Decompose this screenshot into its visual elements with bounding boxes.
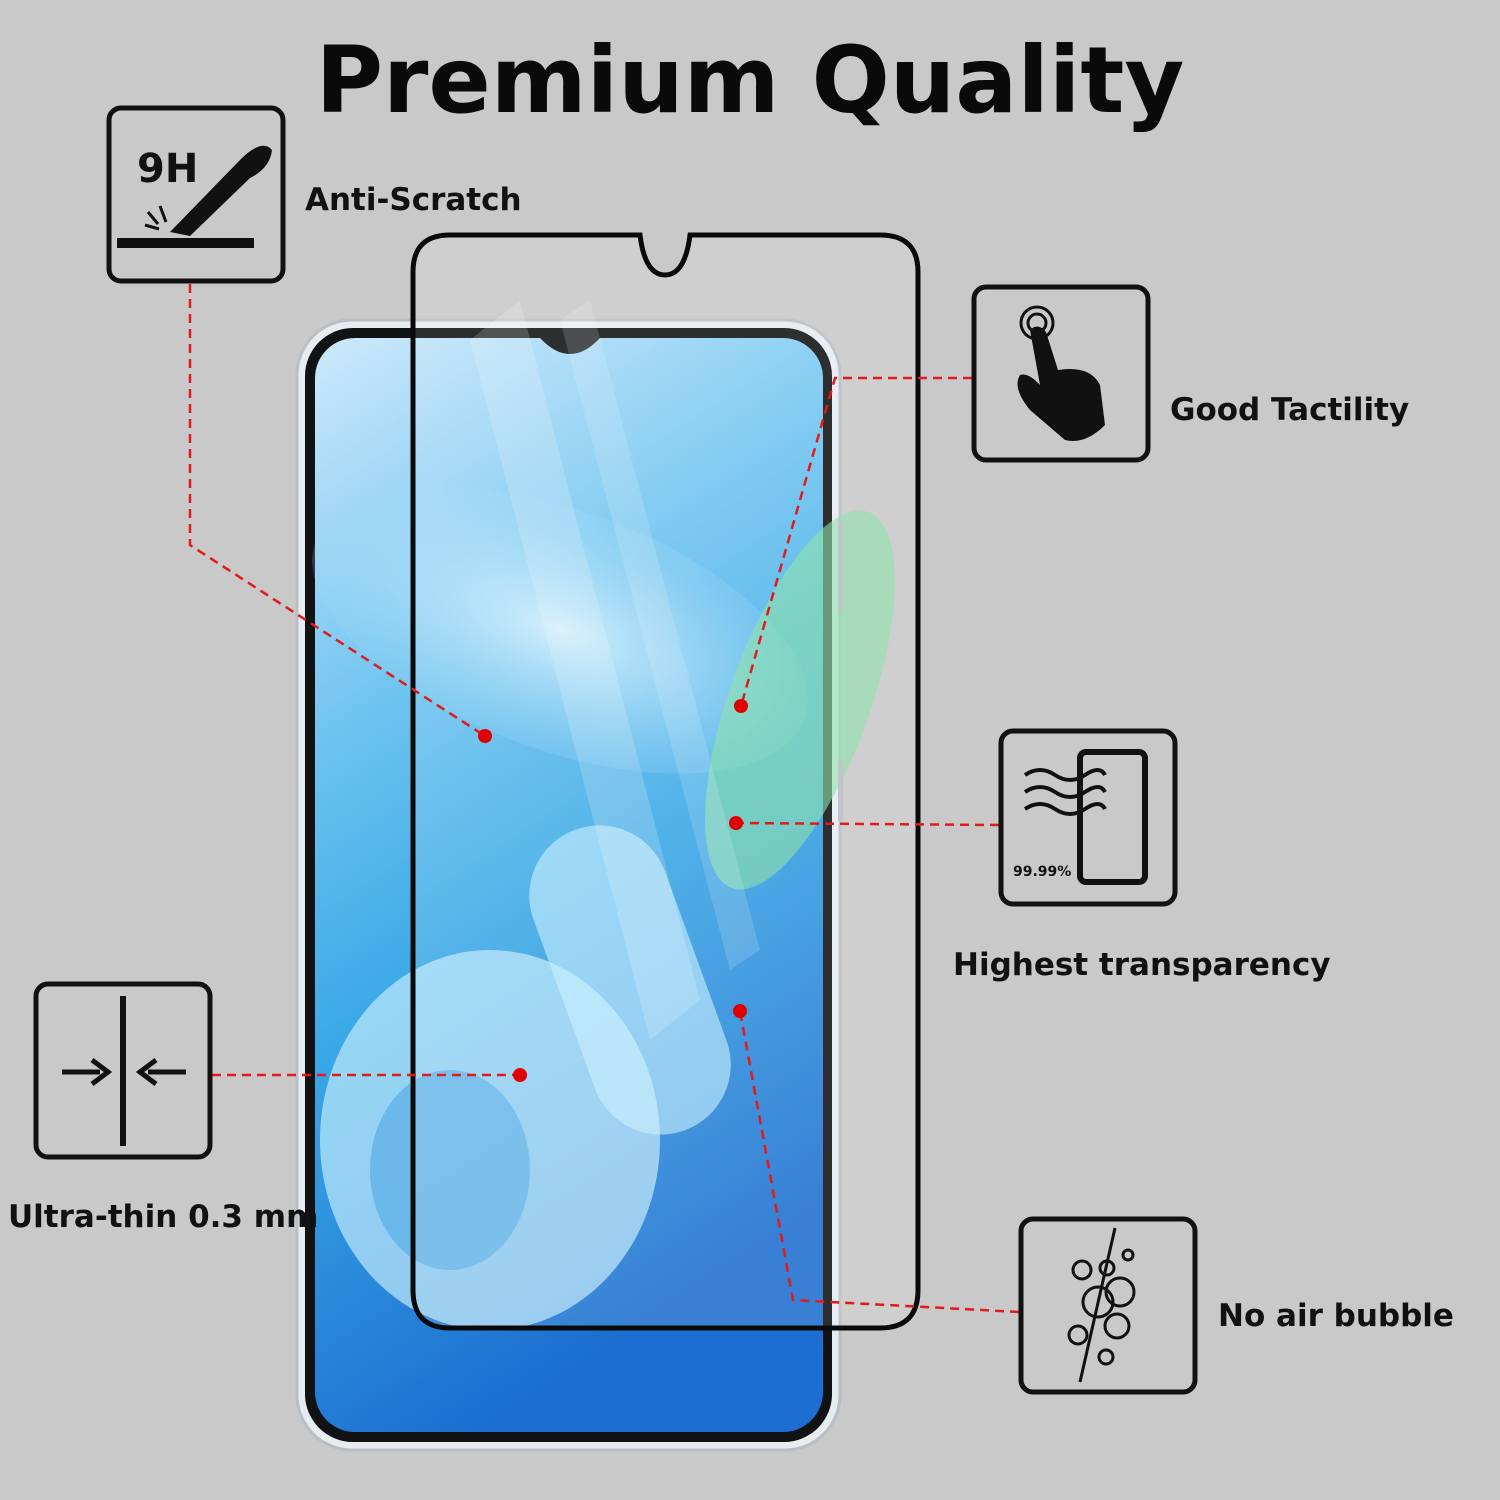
feature-label: Highest transparency [953, 947, 1331, 983]
phone-illustration [295, 318, 895, 1452]
touch-hand-icon [1017, 305, 1105, 441]
knife-9h-icon: 9H [117, 145, 272, 248]
feature-label: Good Tactility [1170, 392, 1409, 428]
page-title: Premium Quality [316, 27, 1185, 134]
feature-good-tactility: Good Tactility [971, 284, 1409, 463]
feature-label: No air bubble [1218, 1298, 1454, 1334]
feature-anti-scratch: 9H Anti-Scratch [106, 105, 522, 284]
screen-protector [410, 232, 921, 1331]
bubbles-icon [1067, 1227, 1136, 1383]
feature-ultra-thin: Ultra-thin 0.3 mm [8, 981, 318, 1235]
hardness-badge: 9H [137, 146, 198, 192]
thin-arrows-icon [62, 996, 186, 1146]
feature-transparency: 99.99% Highest transparency [953, 728, 1331, 983]
callout-lines [188, 284, 1020, 1314]
transparency-badge: 99.99% [1013, 864, 1071, 880]
transparency-phone-icon: 99.99% [1013, 749, 1148, 885]
feature-label: Ultra-thin 0.3 mm [8, 1199, 318, 1235]
feature-label: Anti-Scratch [305, 182, 522, 218]
feature-no-air-bubble: No air bubble [1018, 1216, 1454, 1395]
